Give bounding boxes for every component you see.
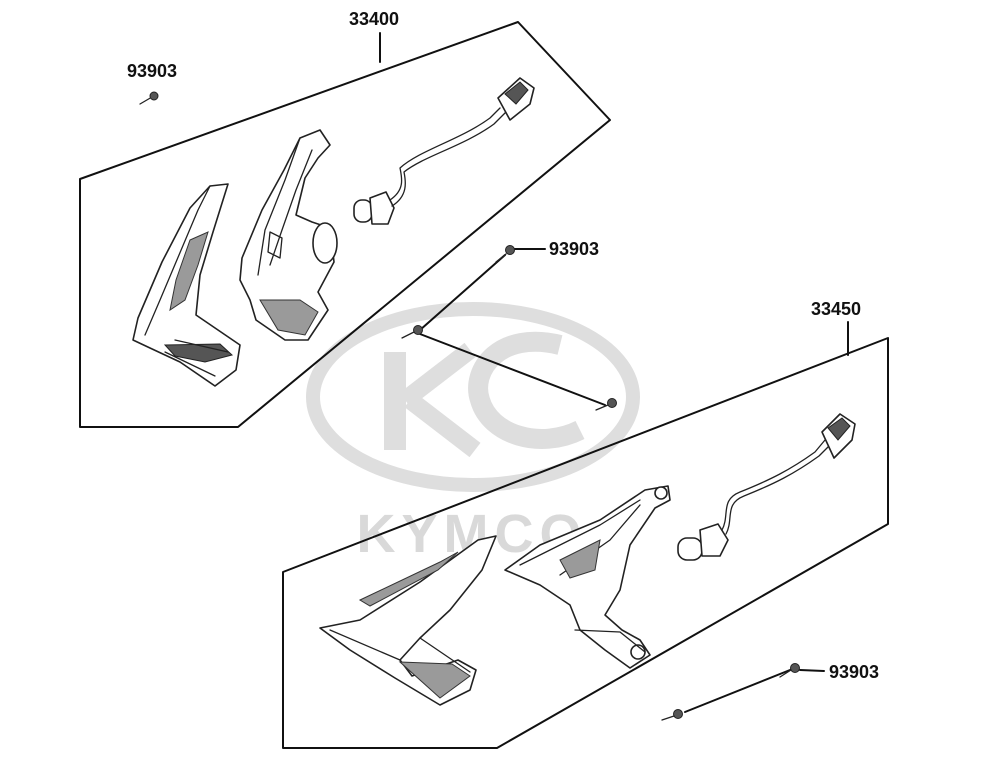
screw-middle-top <box>495 245 515 263</box>
label-93903-middle: 93903 <box>549 239 600 259</box>
assembly-frame-lower <box>282 337 889 749</box>
screw-top-left <box>139 91 159 105</box>
screw-link-bottom <box>661 663 825 721</box>
screw-link-assembly <box>401 245 617 411</box>
lower-housing-part <box>504 485 671 669</box>
label-33450: 33450 <box>811 299 862 319</box>
upper-housing-part <box>239 129 338 341</box>
screw-middle-right <box>595 398 617 411</box>
upper-bulb-assembly <box>353 77 535 225</box>
screw-bottom-lower <box>661 709 683 721</box>
label-33400: 33400 <box>349 9 400 29</box>
label-93903-bottom-right: 93903 <box>829 662 880 682</box>
lower-bulb-assembly <box>677 413 856 561</box>
screw-bottom-upper <box>779 663 800 678</box>
kymco-watermark-logo: KYMCO <box>306 302 640 564</box>
screw-middle-left <box>401 325 423 339</box>
upper-lens-part <box>132 183 241 387</box>
assembly-frame-upper <box>79 21 611 428</box>
label-93903-top-left: 93903 <box>127 61 178 81</box>
lower-lens-part <box>319 535 497 706</box>
